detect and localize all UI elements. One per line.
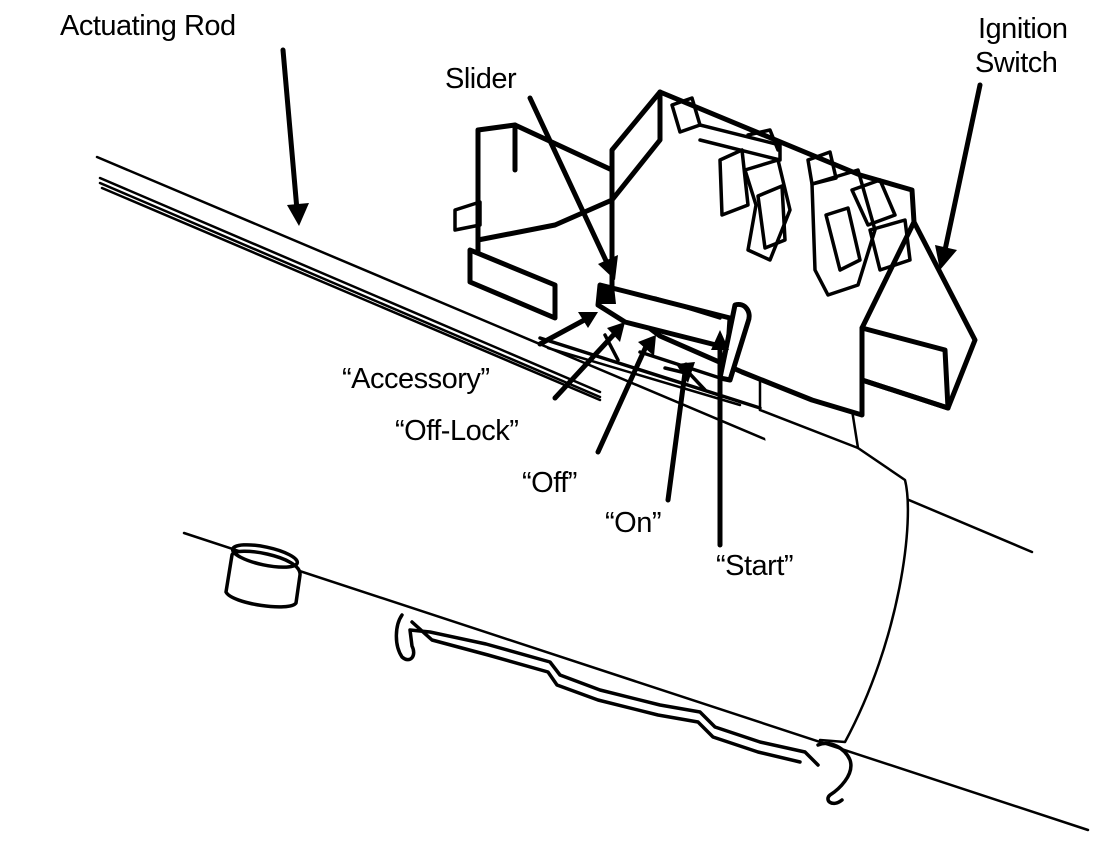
- label-ignition-switch-line1: Ignition: [978, 13, 1068, 45]
- label-accessory: “Accessory”: [342, 363, 490, 395]
- label-start: “Start”: [716, 550, 793, 582]
- ignition-switch-body: [453, 89, 978, 418]
- lower-housing: [224, 378, 910, 806]
- label-ignition-switch-line2: Switch: [975, 47, 1057, 79]
- labels: Actuating Rod Slider Ignition Switch “Ac…: [60, 10, 1068, 582]
- label-on: “On”: [605, 507, 661, 539]
- actuating-rod: [538, 336, 762, 410]
- label-actuating-rod: Actuating Rod: [60, 10, 236, 42]
- slider-mechanism: [595, 282, 752, 392]
- leader-arrows: [280, 47, 983, 548]
- label-slider: Slider: [445, 63, 517, 95]
- label-off-lock: “Off-Lock”: [395, 415, 518, 447]
- label-off: “Off”: [522, 467, 577, 499]
